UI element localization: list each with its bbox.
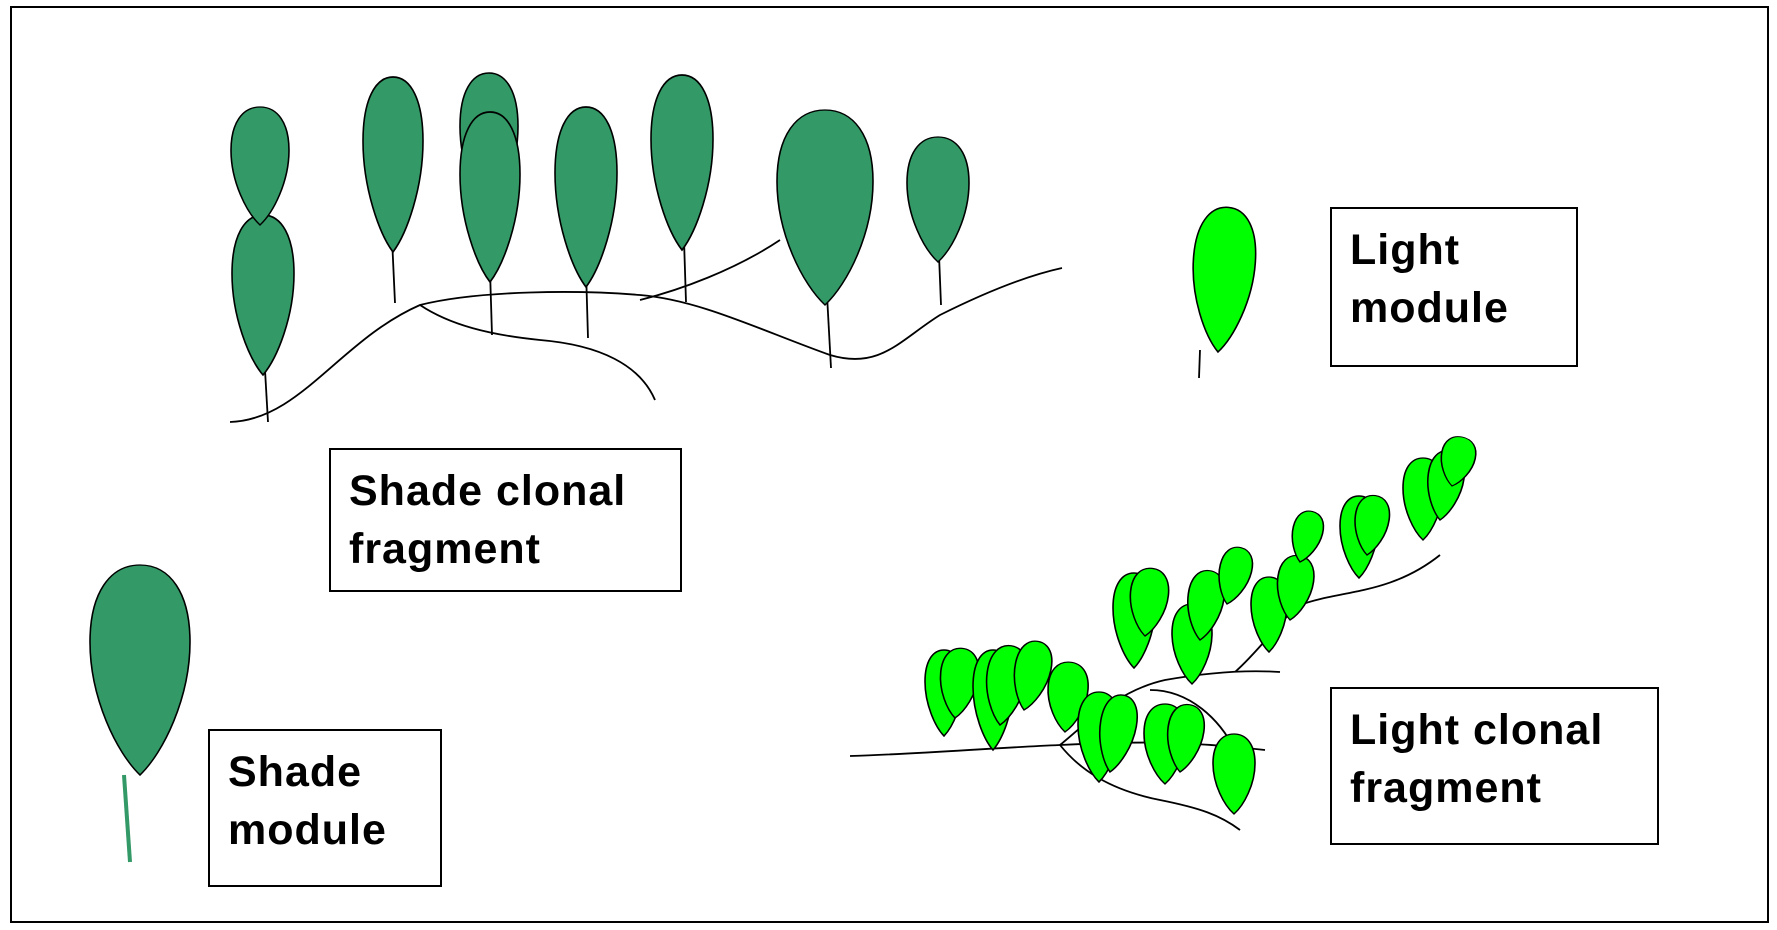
outer-frame (10, 6, 1769, 923)
shade-module-stem (122, 774, 132, 863)
light-leaf-icon-11 (1212, 733, 1256, 815)
light-module-label-line1: Light (1350, 226, 1461, 274)
shade-clonal-fragment-label: Shade clonal fragment (329, 448, 682, 592)
light-clonal-label-line1: Light clonal (1350, 706, 1604, 754)
shade-leaf-icon-6 (554, 106, 618, 288)
shade-clonal-label-line2: fragment (349, 525, 541, 573)
light-clonal-fragment-label: Light clonal fragment (1330, 687, 1659, 845)
light-module-label-line2: module (1350, 284, 1509, 332)
shade-leaf-icon-8 (776, 109, 874, 306)
shade-clonal-label-line1: Shade clonal (349, 467, 627, 515)
shade-module-label-line1: Shade (228, 748, 363, 796)
shade-clonal-stolons (229, 229, 1063, 423)
light-module-stem (1198, 349, 1201, 379)
shade-leaf-icon-5 (459, 111, 521, 283)
shade-leaf-icon-1 (231, 214, 295, 376)
shade-leaf-icon-3 (362, 76, 424, 253)
shade-module-label-line2: module (228, 806, 387, 854)
shade-module-label: Shade module (208, 729, 442, 887)
shade-leaf-icon-9 (906, 136, 970, 263)
shade-leaf-icon-7 (650, 74, 714, 251)
light-module-label: Light module (1330, 207, 1578, 367)
shade-module-leaf-icon (89, 564, 191, 776)
light-module-leaf-icon (1186, 204, 1260, 355)
light-clonal-label-line2: fragment (1350, 764, 1542, 812)
shade-leaf-icon-2 (230, 106, 290, 226)
